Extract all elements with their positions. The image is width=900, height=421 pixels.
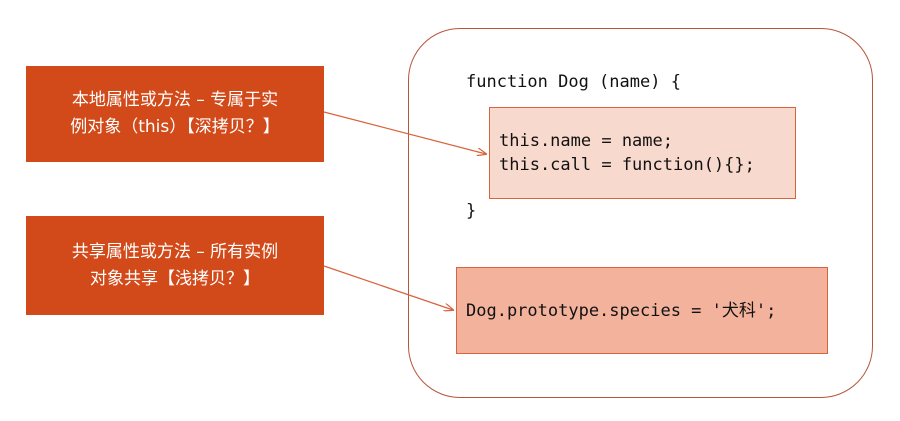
local-label-line-2: 例对象（this）【深拷贝？】	[70, 117, 280, 137]
function-close-brace: }	[466, 201, 477, 221]
code-line-this-call: this.call = function(){};	[499, 155, 755, 175]
shared-label-line-1: 共享属性或方法 – 所有实例	[71, 241, 279, 262]
code-line-this-name: this.name = name;	[499, 131, 673, 151]
function-header-code: function Dog (name) {	[466, 72, 681, 92]
shared-label-line-2: 对象共享【浅拷贝？】	[90, 268, 260, 289]
local-label-line-1: 本地属性或方法 – 专属于实	[71, 90, 279, 110]
shared-properties-label: 共享属性或方法 – 所有实例 对象共享【浅拷贝？】	[26, 216, 324, 315]
local-properties-box: this.name = name; this.call = function()…	[489, 107, 796, 199]
prototype-box: Dog.prototype.species = '犬科';	[456, 267, 828, 354]
code-line-prototype-species: Dog.prototype.species = '犬科';	[466, 301, 777, 321]
local-properties-label: 本地属性或方法 – 专属于实 例对象（this）【深拷贝？】	[26, 66, 324, 162]
